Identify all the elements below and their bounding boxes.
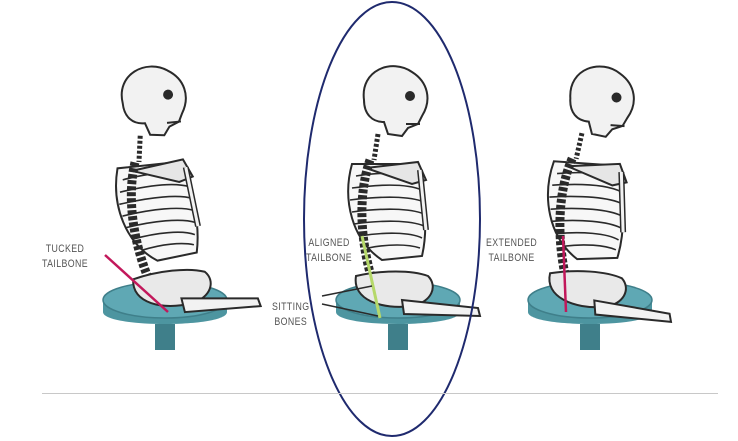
label-line: ALIGNED bbox=[306, 236, 352, 251]
skeleton-aligned bbox=[348, 66, 480, 316]
skeleton-tucked bbox=[104, 58, 261, 320]
label-line: SITTING bbox=[272, 300, 310, 315]
label-line: TUCKED bbox=[42, 242, 88, 257]
label-aligned-tailbone: ALIGNED TAILBONE bbox=[306, 236, 352, 266]
figure-aligned-tailbone bbox=[304, 2, 480, 436]
label-line: TAILBONE bbox=[486, 251, 537, 266]
skeleton-extended bbox=[540, 63, 689, 321]
figure-extended-tailbone bbox=[528, 63, 688, 350]
label-line: EXTENDED bbox=[486, 236, 537, 251]
label-line: TAILBONE bbox=[42, 257, 88, 272]
label-line: TAILBONE bbox=[306, 251, 352, 266]
label-extended-tailbone: EXTENDED TAILBONE bbox=[486, 236, 537, 266]
divider-line bbox=[42, 393, 718, 394]
figure-tucked-tailbone bbox=[103, 58, 261, 350]
label-sitting-bones: SITTING BONES bbox=[272, 300, 310, 330]
label-line: BONES bbox=[272, 315, 310, 330]
label-tucked-tailbone: TUCKED TAILBONE bbox=[42, 242, 88, 272]
